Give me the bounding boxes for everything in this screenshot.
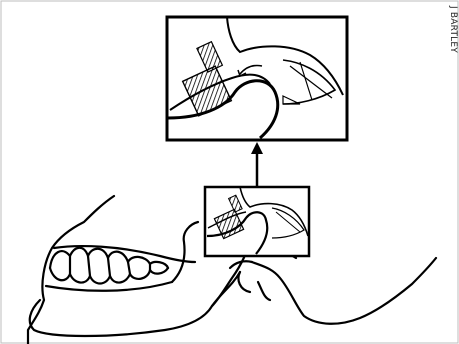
artist-credit: J BARTLEY	[446, 6, 458, 76]
zoom-detail	[167, 17, 347, 140]
arrow-up	[251, 142, 263, 186]
zoom-inset	[205, 187, 309, 256]
